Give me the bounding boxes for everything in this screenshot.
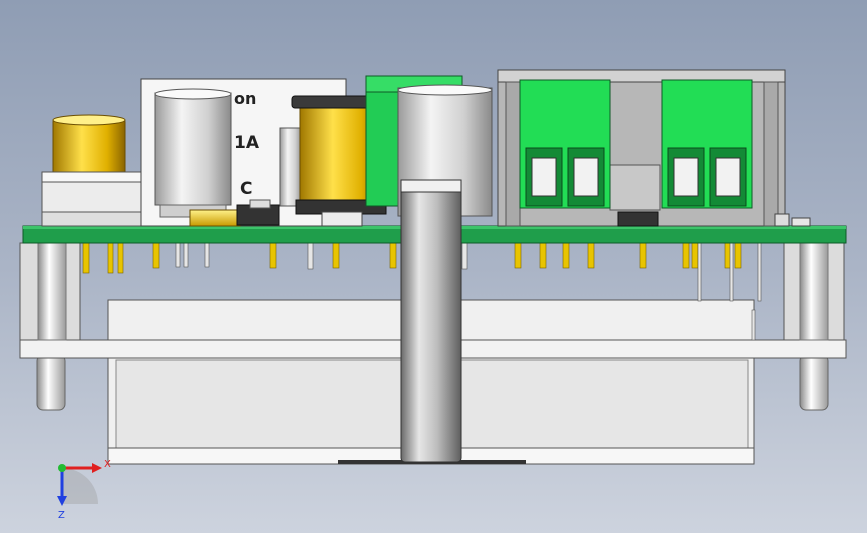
capacitor-left[interactable]	[154, 88, 232, 218]
module-label-3: C	[240, 179, 252, 199]
current-loop-band[interactable]	[400, 179, 462, 463]
spacer-right	[783, 242, 845, 341]
pcb-pins	[82, 242, 742, 274]
smd-right	[617, 211, 811, 227]
capacitor-small[interactable]	[279, 127, 303, 207]
axis-triad: X Z	[57, 459, 111, 521]
module-label-1: on	[234, 89, 256, 108]
z-axis-label: Z	[58, 510, 65, 521]
pcb-pins-silver	[175, 242, 762, 341]
module-label-2: 1A	[234, 133, 260, 153]
terminal-1[interactable]	[519, 79, 611, 209]
y-axis-dot	[58, 464, 66, 472]
standoff-right	[799, 354, 829, 411]
terminal-2[interactable]	[661, 79, 753, 209]
x-axis-label: X	[104, 459, 111, 470]
spacer-left	[19, 242, 81, 341]
smd-parts	[189, 199, 280, 227]
standoff-left	[36, 354, 66, 411]
